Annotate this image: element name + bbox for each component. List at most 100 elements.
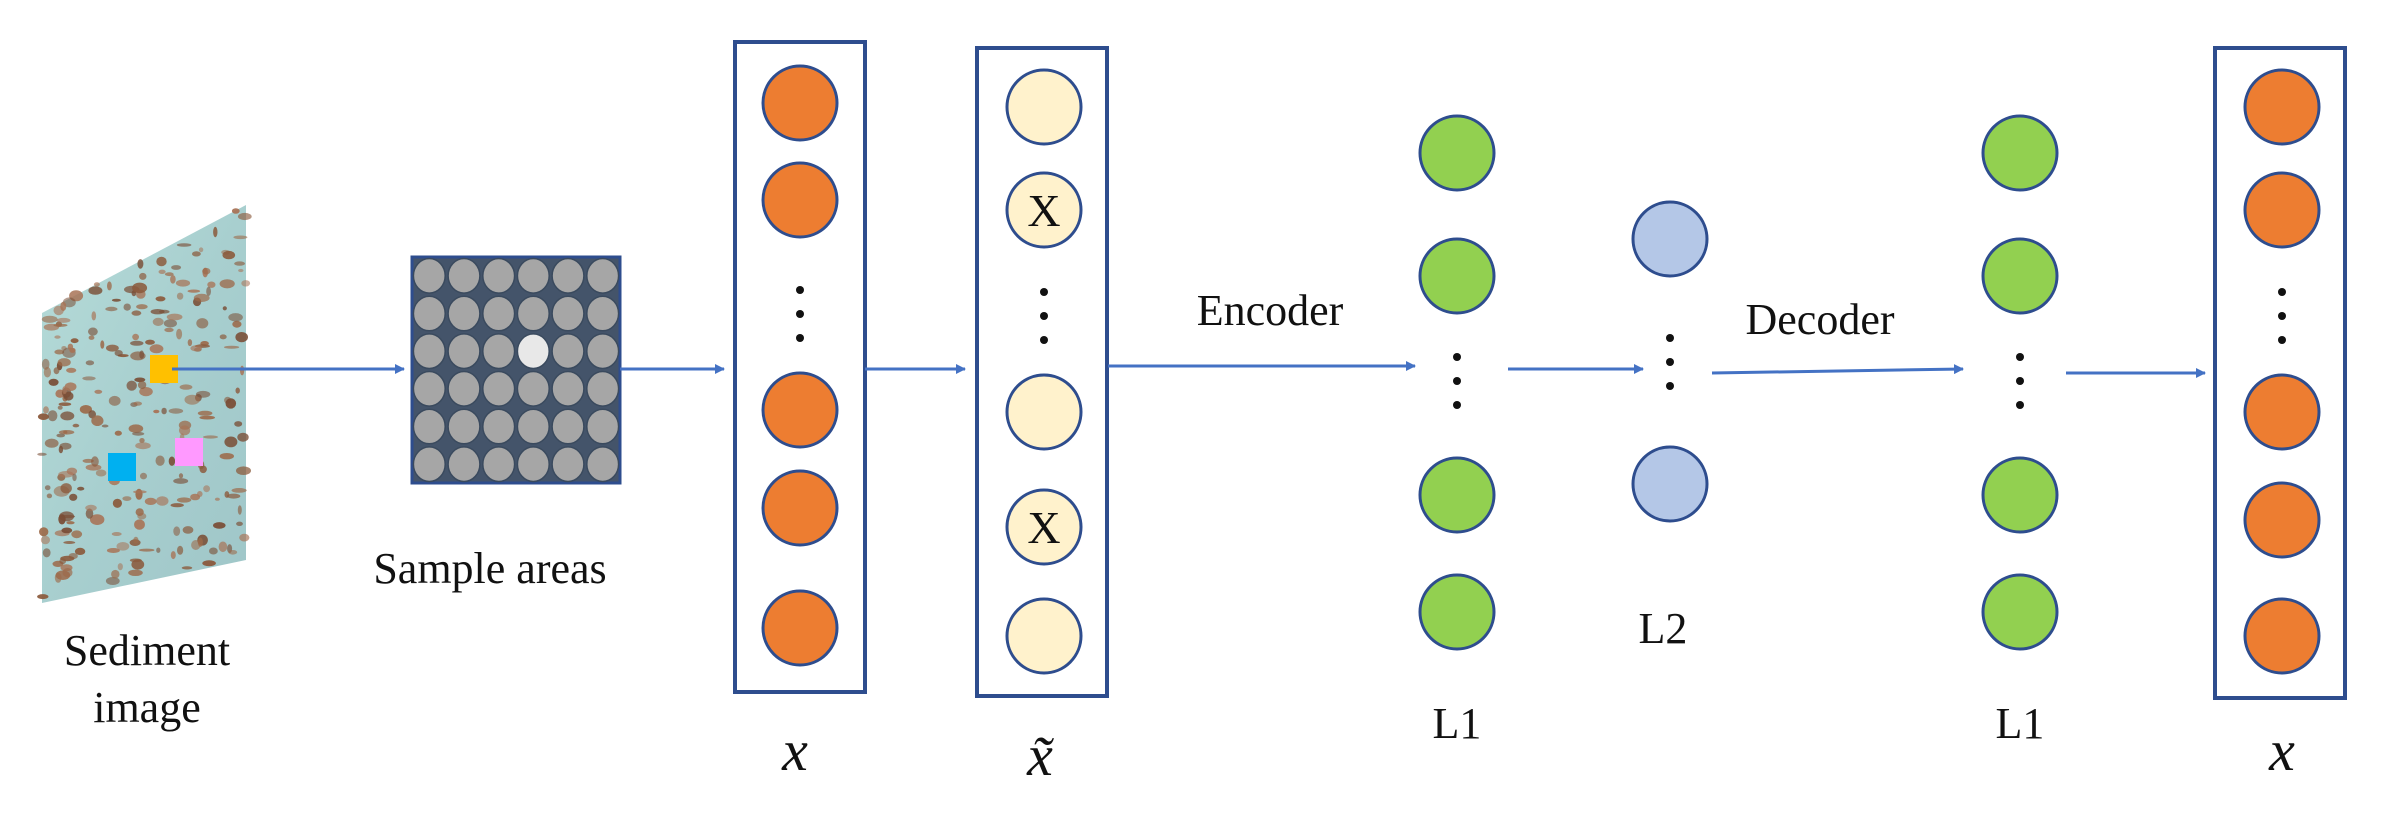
noisy-node: [1005, 373, 1083, 451]
output-node: [2243, 481, 2321, 559]
grid-cell: [447, 408, 481, 445]
ellipsis-dot: [796, 310, 804, 318]
sediment-speckle: [112, 498, 122, 508]
sediment-speckle: [213, 226, 218, 238]
sediment-speckle: [149, 344, 164, 354]
decoder-arrow: [1711, 364, 1964, 375]
sediment-speckle: [209, 547, 218, 555]
grid-cell: [516, 446, 550, 483]
sediment-speckle: [82, 376, 96, 381]
grid-cell: [412, 257, 446, 294]
noisy-input-symbol: x̃: [1026, 723, 1054, 788]
grid-cell: [516, 370, 550, 407]
sediment-speckle: [66, 367, 77, 373]
ellipsis-dot: [796, 334, 804, 342]
sediment-speckle: [152, 317, 164, 326]
sediment-speckle: [60, 483, 72, 494]
sediment-speckle: [63, 541, 76, 544]
sediment-speckle: [137, 381, 147, 389]
sediment-speckle: [161, 407, 167, 415]
sediment-speckle: [237, 505, 242, 515]
ellipsis-dot: [1040, 312, 1048, 320]
grid-cell: [447, 446, 481, 483]
grid-cell-center: [516, 333, 550, 370]
ellipsis-dot: [2016, 401, 2024, 409]
sediment-speckle: [173, 526, 181, 536]
l2-label: L2: [1639, 604, 1688, 653]
sediment-speckle: [163, 319, 177, 328]
sediment-speckle: [196, 318, 209, 329]
sediment-speckle: [233, 235, 248, 240]
sediment-speckle: [46, 493, 53, 499]
sediment-speckle: [156, 256, 167, 267]
sediment-speckle: [91, 456, 99, 467]
sediment-speckle: [40, 535, 51, 545]
sediment-speckle: [133, 401, 142, 406]
grid-cell: [482, 295, 516, 332]
sediment-speckle: [176, 328, 183, 340]
sediment-speckle: [156, 547, 161, 553]
sediment-speckle: [91, 311, 97, 321]
sediment-speckle: [60, 301, 67, 311]
sediment-speckle: [101, 424, 109, 428]
grid-cell: [586, 333, 620, 370]
sediment-speckle: [171, 265, 182, 270]
sediment-image: [37, 205, 252, 603]
sediment-speckle: [173, 478, 189, 484]
sediment-speckle: [54, 349, 65, 355]
l1-node: [1981, 456, 2059, 534]
sediment-speckle: [144, 497, 157, 505]
sediment-speckle: [170, 503, 184, 508]
sediment-speckle: [128, 424, 144, 433]
sample-areas-grid: [410, 255, 622, 485]
sediment-speckle: [59, 511, 75, 522]
input-vector-x: [733, 40, 867, 694]
sediment-speckle: [58, 402, 72, 407]
sediment-speckle: [156, 496, 169, 506]
sediment-speckle: [114, 430, 122, 436]
sediment-speckle: [126, 380, 137, 391]
sediment-speckle: [85, 504, 97, 511]
output-symbol: x: [2268, 718, 2295, 783]
sediment-speckle: [199, 415, 215, 420]
sediment-speckle: [176, 292, 184, 300]
hidden-layer-l2: [1631, 200, 1709, 523]
sediment-speckle: [176, 497, 192, 503]
sediment-speckle: [88, 286, 103, 295]
grid-cell: [447, 295, 481, 332]
grid-cell: [586, 408, 620, 445]
l1-node: [1418, 456, 1496, 534]
ellipsis-dot: [2278, 336, 2286, 344]
sediment-speckle: [85, 508, 94, 519]
sediment-speckle: [168, 408, 184, 414]
grid-cell: [551, 370, 585, 407]
grid-cell: [482, 370, 516, 407]
sediment-speckle: [236, 466, 251, 476]
ellipsis-dot: [1040, 288, 1048, 296]
grid-cell: [586, 257, 620, 294]
sediment-speckle: [139, 438, 145, 443]
grid-cell: [586, 295, 620, 332]
sediment-speckle: [44, 485, 51, 491]
grid-cell: [482, 333, 516, 370]
sediment-speckle: [170, 551, 176, 560]
sediment-speckle: [187, 289, 201, 293]
sediment-speckle: [111, 569, 120, 579]
ellipsis-dot: [2278, 288, 2286, 296]
sediment-speckle: [37, 452, 47, 456]
ellipsis-dot: [1453, 353, 1461, 361]
sediment-speckle: [131, 310, 142, 316]
grid-cell: [551, 295, 585, 332]
l1-node: [1981, 114, 2059, 192]
sediment-speckle: [139, 272, 147, 280]
sediment-speckle: [178, 473, 184, 479]
noisy-vector-x-tilde: X X: [975, 46, 1109, 698]
sediment-speckle: [231, 208, 240, 214]
sediment-speckle: [132, 282, 148, 294]
sediment-speckle: [207, 281, 216, 288]
sediment-speckle: [132, 333, 140, 341]
sediment-speckle: [213, 522, 226, 529]
l1-node: [1981, 237, 2059, 315]
sediment-speckle: [135, 442, 151, 450]
